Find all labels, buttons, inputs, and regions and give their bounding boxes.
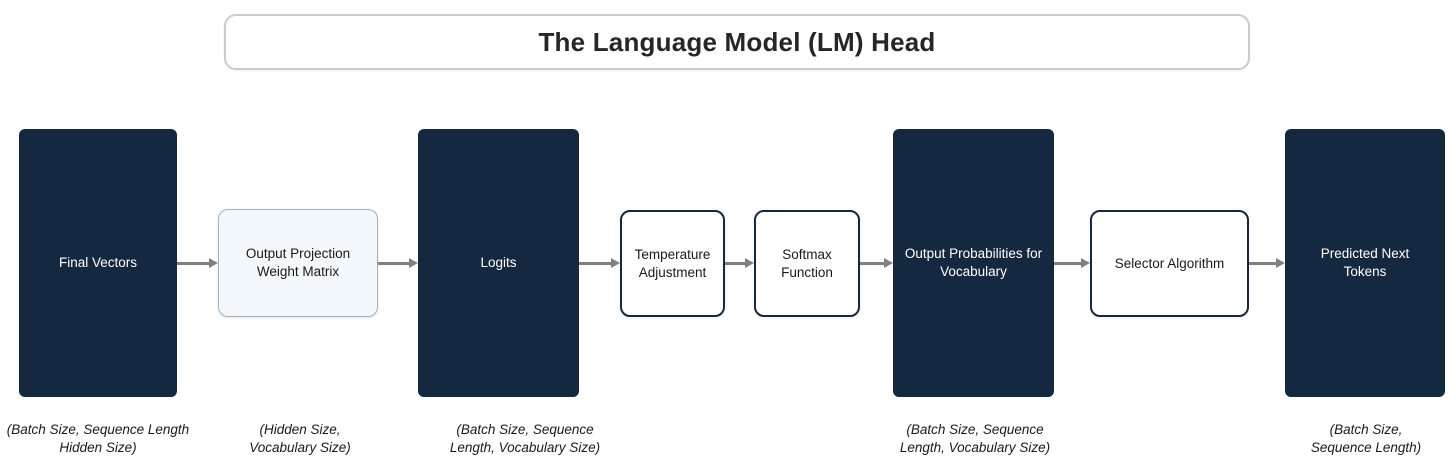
node-label: Logits (480, 255, 517, 271)
diagram-title: The Language Model (LM) Head (538, 26, 936, 57)
node-label: Softmax Function (781, 246, 833, 280)
flow-arrow-icon (579, 258, 620, 267)
flow-arrow-icon (860, 258, 893, 267)
flow-arrow-icon (378, 258, 418, 267)
dim-label-final-vectors: (Batch Size, Sequence Length Hidden Size… (6, 422, 190, 455)
flow-arrow-icon (177, 258, 218, 267)
node-logits: Logits (418, 129, 579, 397)
node-label: Output Probabilities for Vocabulary (904, 246, 1043, 279)
node-final-vectors: Final Vectors (19, 129, 177, 397)
node-label: Temperature Adjustment (634, 246, 711, 280)
node-predicted-next-tokens: Predicted Next Tokens (1285, 129, 1445, 397)
node-output-probabilities-for-vocabulary: Output Probabilities for Vocabulary (893, 129, 1054, 397)
node-selector-algorithm: Selector Algorithm (1090, 210, 1249, 317)
dim-label-logits: (Batch Size, Sequence Length, Vocabulary… (449, 422, 601, 455)
diagram-title-box: The Language Model (LM) Head (224, 14, 1250, 70)
node-label: Predicted Next Tokens (1320, 246, 1410, 279)
dim-label-output-projection: (Hidden Size, Vocabulary Size) (249, 422, 351, 455)
node-label: Selector Algorithm (1114, 255, 1225, 271)
node-temperature-adjustment: Temperature Adjustment (620, 210, 725, 317)
dim-label-predicted-next-tokens: (Batch Size, Sequence Length) (1310, 422, 1422, 455)
flow-arrow-icon (725, 258, 754, 267)
node-label: Final Vectors (58, 255, 138, 271)
node-output-projection-weight-matrix: Output Projection Weight Matrix (218, 209, 378, 317)
node-label: Output Projection Weight Matrix (245, 246, 351, 279)
dim-label-output-probabilities: (Batch Size, Sequence Length, Vocabulary… (899, 422, 1051, 455)
node-softmax-function: Softmax Function (754, 210, 860, 317)
flow-arrow-icon (1054, 258, 1090, 267)
flow-arrow-icon (1249, 258, 1285, 267)
